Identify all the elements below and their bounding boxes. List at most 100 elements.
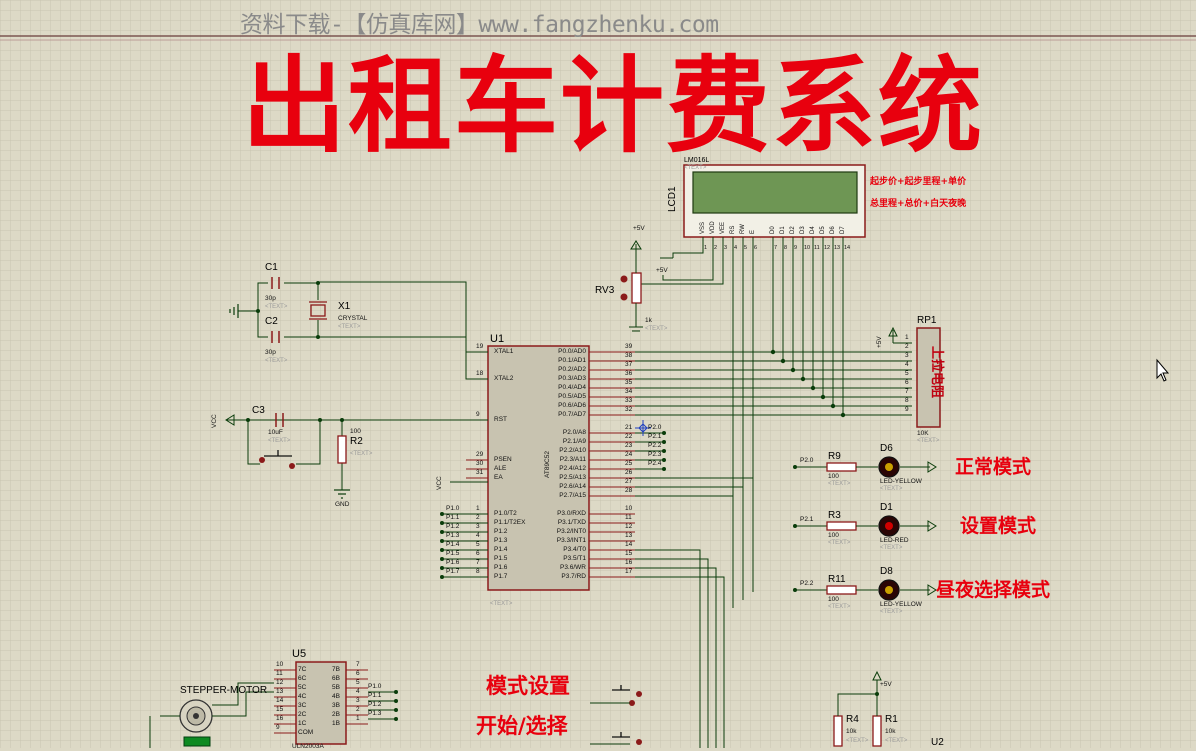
page-title: 出租车计费系统 <box>242 45 985 167</box>
c3-value: 10uF <box>268 429 283 436</box>
mcu-left-pin-name: P1.3 <box>494 537 508 544</box>
rp1-pin-number: 6 <box>905 379 909 386</box>
lcd-pin-number: 5 <box>744 245 748 251</box>
led-resistor-placeholder: <TEXT> <box>828 481 851 487</box>
mcu-right-pin-name: P3.1/TXD <box>557 519 586 526</box>
mcu-left-pin-num: 4 <box>476 532 480 539</box>
capacitor-c2[interactable] <box>271 331 280 343</box>
resistor-pack-rp1[interactable] <box>916 327 941 428</box>
led-type: LED-RED <box>880 537 909 544</box>
mcu-right-pin-num: 27 <box>625 478 633 485</box>
lcd-pin-number: 11 <box>814 245 820 251</box>
vcc-arrow-reset <box>225 414 248 426</box>
lcd-pin-number: 2 <box>714 245 718 251</box>
mcu-u1[interactable] <box>487 345 590 591</box>
p1-stubs <box>442 513 488 578</box>
lcd-pin-name: E <box>750 229 756 234</box>
mcu-left-pin-num: 3 <box>476 523 480 530</box>
driver-u5[interactable] <box>295 661 347 745</box>
u5-left-pin-name: 7C <box>298 666 307 673</box>
led-net: P2.0 <box>800 457 814 464</box>
mcu-right-pin-num: 34 <box>625 388 633 395</box>
lcd-pin-name: D5 <box>820 226 826 234</box>
mode-set-button[interactable] <box>612 685 642 706</box>
lcd-pin-name: RS <box>730 225 736 234</box>
u5-left-pin-num: 14 <box>276 697 284 704</box>
lcd-pin-number: 10 <box>804 245 811 251</box>
mcu-right-pin-num: 21 <box>625 424 633 431</box>
led-resistor-ref: R3 <box>828 510 841 521</box>
r4-ref: R4 <box>846 714 859 725</box>
mode-set-label: 模式设置 <box>486 674 570 698</box>
rp1-pin-number: 2 <box>905 343 909 350</box>
u5-right-pin-num: 3 <box>356 697 360 704</box>
mcu-right-pin-name: P0.1/AD1 <box>558 357 586 364</box>
oscillator-wires <box>238 281 488 380</box>
u5-left-pin-name: 4C <box>298 693 307 700</box>
mcu-right-pin-num: 32 <box>625 406 633 413</box>
ground-symbol-reset <box>334 489 350 499</box>
led-resistor-ref: R11 <box>828 574 846 585</box>
mcu-right-pin-num: 24 <box>625 451 633 458</box>
reset-wires <box>247 419 488 490</box>
mcu-left-pin-name: EA <box>494 474 503 481</box>
stepper-motor[interactable] <box>179 699 213 747</box>
lcd-pin-number: 13 <box>834 245 841 251</box>
u5-pin-lines <box>274 669 368 734</box>
lcd-pin-name: VDD <box>710 221 716 234</box>
mcu-placeholder: <TEXT> <box>490 601 513 607</box>
plus5v-bottom: +5V <box>880 681 892 688</box>
lcd-pin-name: D3 <box>800 226 806 234</box>
mcu-left-pin-num: 8 <box>476 568 480 575</box>
r2-ref: R2 <box>350 436 363 447</box>
bottom-res-wires <box>837 670 882 716</box>
p2-net-label: P2.2 <box>648 442 662 449</box>
mcu-left-pin-num: 5 <box>476 541 480 548</box>
u5-right-pin-name: 3B <box>332 702 340 709</box>
mcu-right-pin-name: P2.1/A9 <box>562 438 586 445</box>
resistor-r1[interactable] <box>872 715 882 747</box>
motor-wires <box>149 682 274 748</box>
start-select-button[interactable] <box>612 732 642 745</box>
mcu-right-pin-num: 11 <box>625 514 632 521</box>
reset-button[interactable] <box>259 450 295 469</box>
lcd-pin-number: 4 <box>734 245 738 251</box>
capacitor-c3[interactable] <box>275 413 284 427</box>
led-resistor[interactable] <box>826 521 857 531</box>
p1-net-label: P1.5 <box>446 550 460 557</box>
port0-wires <box>635 342 912 748</box>
lcd-component[interactable] <box>683 164 866 238</box>
led-resistor[interactable] <box>826 585 857 595</box>
mcu-left-pin-num: 7 <box>476 559 480 566</box>
mcu-right-pin-num: 13 <box>625 532 633 539</box>
u5-left-pin-num: 15 <box>276 706 284 713</box>
led-mode-label: 正常模式 <box>955 456 1032 478</box>
mcu-right-pin-name: P2.6/A14 <box>559 483 586 490</box>
motor-label: STEPPER-MOTOR <box>180 685 268 696</box>
crystal-x1[interactable] <box>309 301 327 320</box>
mcu-left-pin-name: XTAL1 <box>494 348 514 355</box>
resistor-r2[interactable] <box>337 435 347 464</box>
cursor-marker-icon <box>635 420 651 436</box>
c2-value: 30p <box>265 349 276 356</box>
led-net: P2.1 <box>800 516 814 523</box>
led-resistor[interactable] <box>826 462 857 472</box>
ground-symbol-osc <box>229 304 239 318</box>
mcu-left-pin-num: 31 <box>476 469 484 476</box>
x1-ref: X1 <box>338 301 351 312</box>
rp1-body-text: 上拉电阻 <box>929 346 944 399</box>
rp1-pin-number: 3 <box>905 352 909 359</box>
x1-type: CRYSTAL <box>338 315 368 322</box>
resistor-r4[interactable] <box>833 715 843 747</box>
c3-placeholder: <TEXT> <box>268 438 291 444</box>
lcd-placeholder: <TEXT> <box>684 165 707 171</box>
mcu-right-pin-num: 39 <box>625 343 633 350</box>
mcu-left-pin-num: 18 <box>476 370 484 377</box>
rp1-pin-number: 1 <box>905 334 909 341</box>
u5-net-label: P1.3 <box>368 710 382 717</box>
capacitor-c1[interactable] <box>271 277 280 289</box>
mcu-right-pin-num: 26 <box>625 469 633 476</box>
lcd-pin-number: 3 <box>724 245 728 251</box>
mcu-right-pin-name: P2.7/A15 <box>559 492 586 499</box>
rp1-value: 10K <box>917 430 929 437</box>
